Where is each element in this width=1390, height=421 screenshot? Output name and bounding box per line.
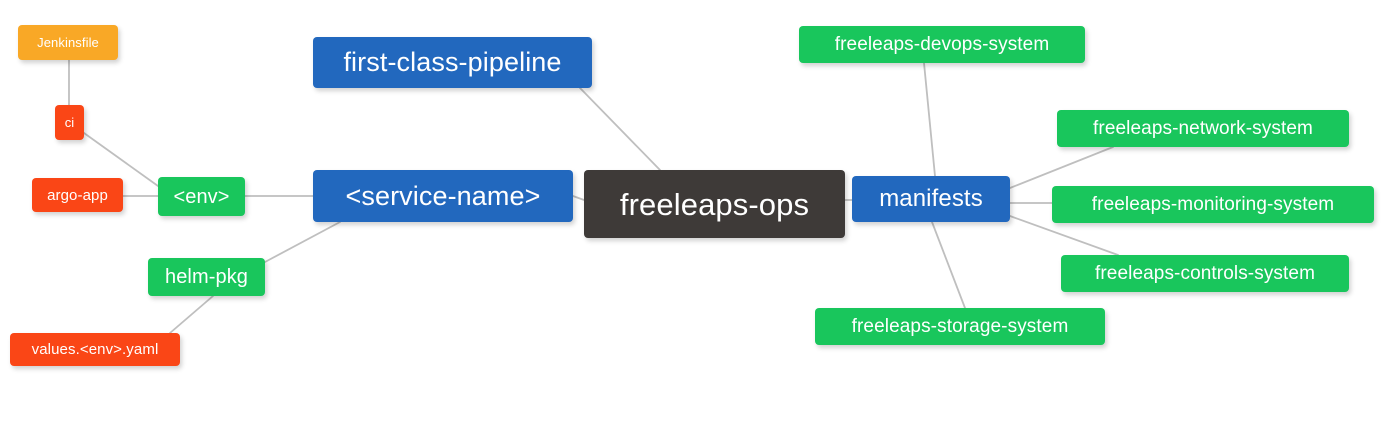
mindmap-node-service-name[interactable]: <service-name> — [313, 170, 573, 222]
mindmap-node-argo-app[interactable]: argo-app — [32, 178, 123, 212]
mindmap-node-storage-system[interactable]: freeleaps-storage-system — [815, 308, 1105, 345]
edge-first-class-pipeline-to-freeleaps-ops — [579, 87, 661, 171]
mindmap-node-first-class-pipeline[interactable]: first-class-pipeline — [313, 37, 592, 88]
mindmap-node-devops-system[interactable]: freeleaps-devops-system — [799, 26, 1085, 63]
mindmap-node-helm-pkg[interactable]: helm-pkg — [148, 258, 265, 296]
edge-manifests-to-network-system — [1009, 146, 1114, 189]
mindmap-node-values-yaml[interactable]: values.<env>.yaml — [10, 333, 180, 366]
edge-values-yaml-to-helm-pkg — [169, 295, 214, 334]
edge-service-name-to-freeleaps-ops — [572, 195, 585, 201]
mindmap-node-network-system[interactable]: freeleaps-network-system — [1057, 110, 1349, 147]
mindmap-node-jenkinsfile[interactable]: Jenkinsfile — [18, 25, 118, 60]
mindmap-node-controls-system[interactable]: freeleaps-controls-system — [1061, 255, 1349, 292]
mindmap-node-env[interactable]: <env> — [158, 177, 245, 216]
edge-manifests-to-devops-system — [923, 62, 936, 177]
mindmap-node-manifests[interactable]: manifests — [852, 176, 1010, 222]
mindmap-node-ci[interactable]: ci — [55, 105, 84, 140]
edge-helm-pkg-to-service-name — [264, 221, 341, 263]
mindmap-node-freeleaps-ops[interactable]: freeleaps-ops — [584, 170, 845, 238]
edge-manifests-to-storage-system — [931, 221, 966, 309]
mindmap-node-monitoring-system[interactable]: freeleaps-monitoring-system — [1052, 186, 1374, 223]
